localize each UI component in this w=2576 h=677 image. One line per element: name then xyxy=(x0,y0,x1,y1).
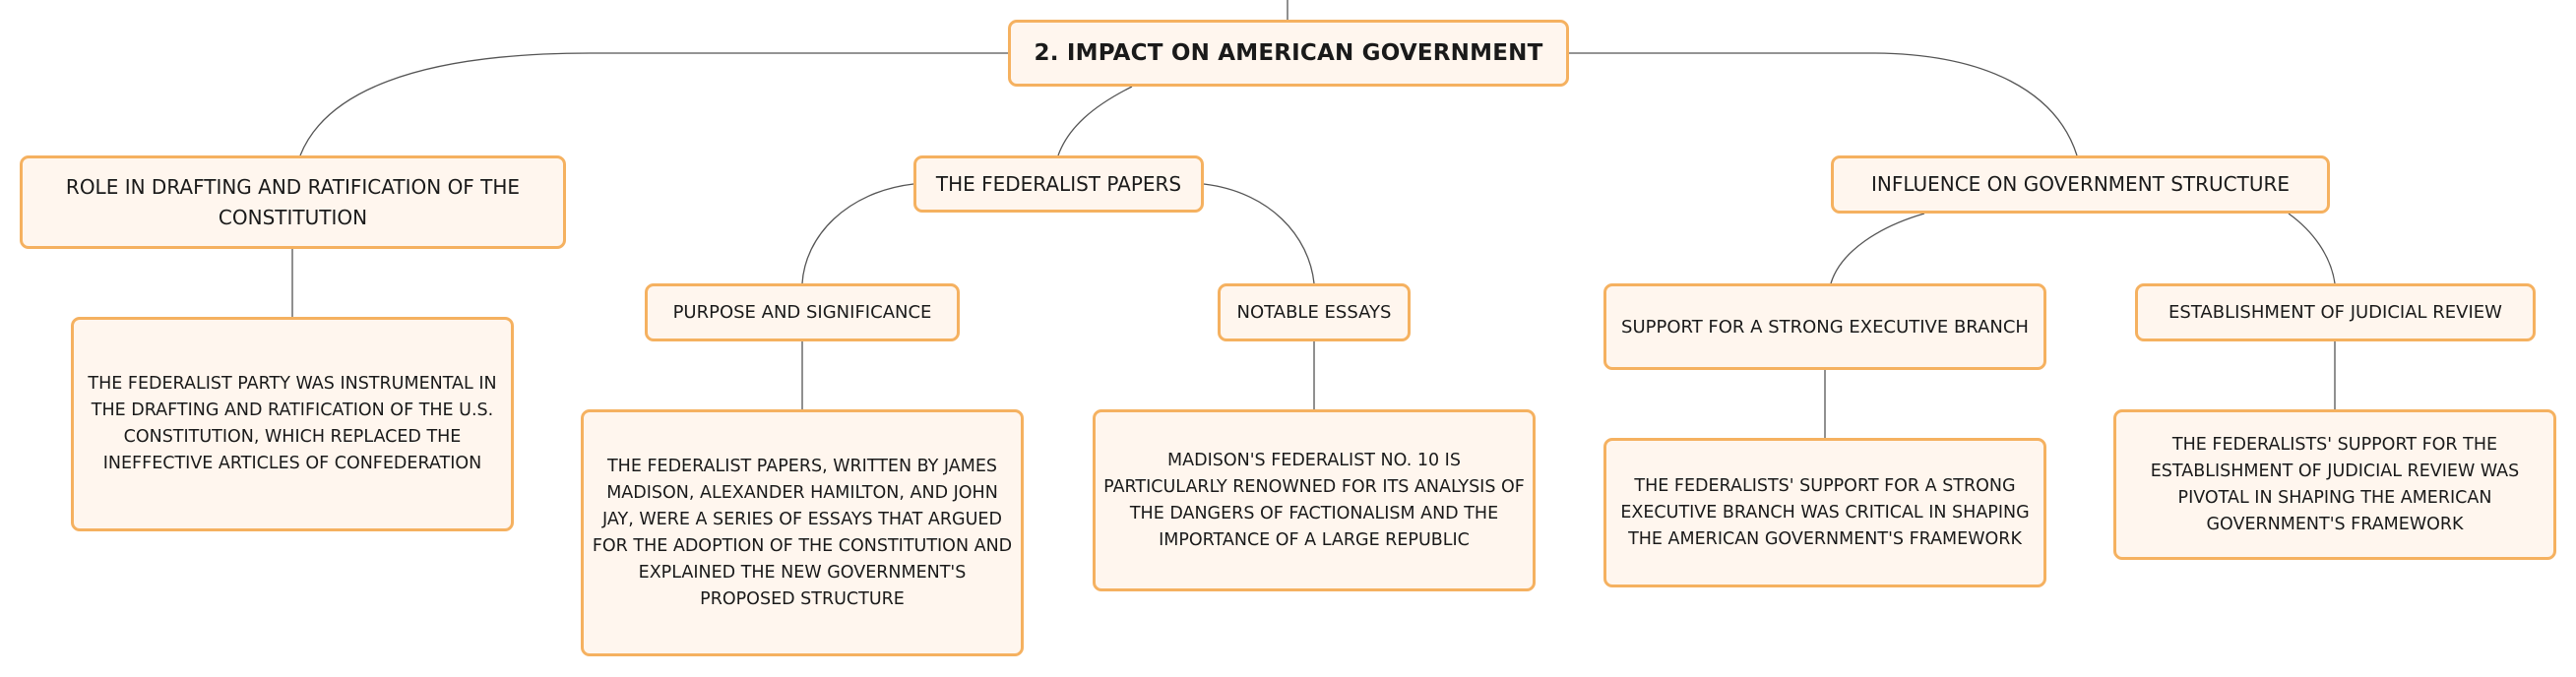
subtopic-notable-essays[interactable]: NOTABLE ESSAYS xyxy=(1218,283,1411,341)
connector-root-drafting xyxy=(299,52,1008,156)
connector-root-federalist xyxy=(1057,86,1133,156)
topic-influence-government-structure[interactable]: INFLUENCE ON GOVERNMENT STRUCTURE xyxy=(1831,155,2330,214)
connector-federalist-purpose xyxy=(801,183,914,284)
detail-notable-essays[interactable]: MADISON'S FEDERALIST NO. 10 IS PARTICULA… xyxy=(1093,409,1536,591)
connector-influence-executive xyxy=(1830,213,1925,284)
connector-root-influence xyxy=(1569,52,2078,156)
root-topic[interactable]: 2. IMPACT ON AMERICAN GOVERNMENT xyxy=(1008,20,1569,87)
detail-judicial-review[interactable]: THE FEDERALISTS' SUPPORT FOR THE ESTABLI… xyxy=(2113,409,2556,560)
topic-drafting-ratification[interactable]: ROLE IN DRAFTING AND RATIFICATION OF THE… xyxy=(20,155,566,249)
detail-purpose-significance[interactable]: THE FEDERALIST PAPERS, WRITTEN BY JAMES … xyxy=(581,409,1024,656)
subtopic-strong-executive[interactable]: SUPPORT FOR A STRONG EXECUTIVE BRANCH xyxy=(1603,283,2046,370)
subtopic-purpose-significance[interactable]: PURPOSE AND SIGNIFICANCE xyxy=(645,283,960,341)
topic-federalist-papers[interactable]: THE FEDERALIST PAPERS xyxy=(913,155,1204,213)
connector-federalist-notable xyxy=(1203,183,1315,284)
subtopic-judicial-review[interactable]: ESTABLISHMENT OF JUDICIAL REVIEW xyxy=(2135,283,2536,341)
detail-drafting-ratification[interactable]: THE FEDERALIST PARTY WAS INSTRUMENTAL IN… xyxy=(71,317,514,531)
detail-strong-executive[interactable]: THE FEDERALISTS' SUPPORT FOR A STRONG EX… xyxy=(1603,438,2046,587)
connector-influence-judicial xyxy=(2288,213,2336,284)
